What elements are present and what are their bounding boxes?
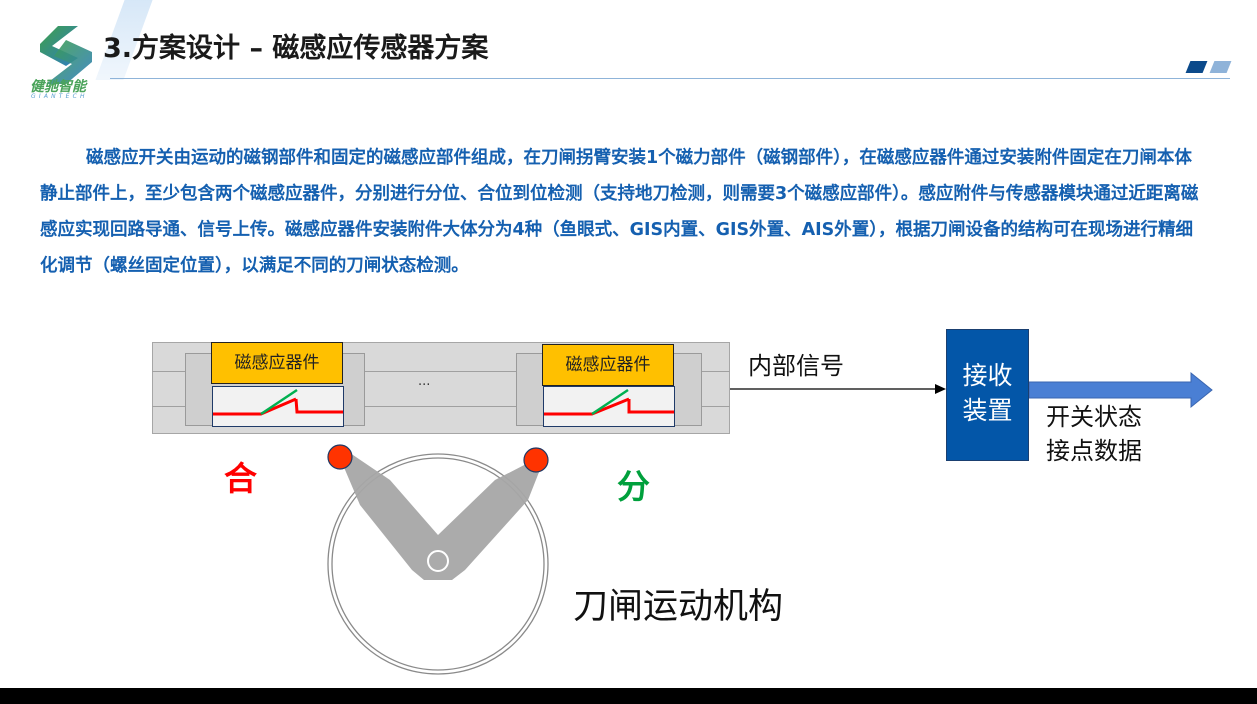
output-line1: 开关状态 [1046,403,1142,431]
switch-arm-shape [340,455,543,580]
output-line2: 接点数据 [1046,437,1142,465]
internal-signal-label: 内部信号 [748,352,844,380]
mechanism-label: 刀闸运动机构 [573,587,784,627]
output-label: 开关状态 接点数据 [1046,400,1142,468]
state-close-label: 合 [224,459,257,498]
receiver-line1: 接收 [962,361,1013,390]
title-divider [110,78,1230,79]
slide: 健驰智能 GIANTECH 3.方案设计 – 磁感应传感器方案 磁感应开关由运动… [30,0,1232,675]
receiver-line2: 装置 [962,396,1013,425]
giantech-logo-icon [40,26,92,84]
magnet-dot-open-icon [523,447,549,473]
sensor-1-label: 磁感应器件 [211,342,343,384]
pivot-icon [427,550,449,572]
more-sensors-ellipsis: ... [418,374,431,389]
magnet-dot-close-icon [327,444,353,470]
sensor-1-switch [212,386,344,427]
logo-name-cn: 健驰智能 [30,79,86,95]
description-paragraph: 磁感应开关由运动的磁钢部件和固定的磁感应部件组成，在刀闸拐臂安装1个磁力部件（磁… [40,148,1199,276]
page-title: 3.方案设计 – 磁感应传感器方案 [103,33,489,64]
receiver-device: 接收 装置 [946,329,1029,461]
switch-contact-icon [213,388,343,416]
bottom-black-bar [0,688,1257,704]
mechanism-outer-ring [327,453,549,675]
sensor-2-label: 磁感应器件 [542,344,674,386]
rail-line-top [152,371,730,372]
state-open-label: 分 [617,467,650,506]
switch-contact-icon [544,388,674,416]
signal-arrow-head-icon [935,384,946,394]
sensor-2-switch [543,386,675,427]
logo-name-en: GIANTECH [31,93,88,100]
rail-line-bottom [152,406,730,407]
output-arrow-icon [1028,371,1213,409]
